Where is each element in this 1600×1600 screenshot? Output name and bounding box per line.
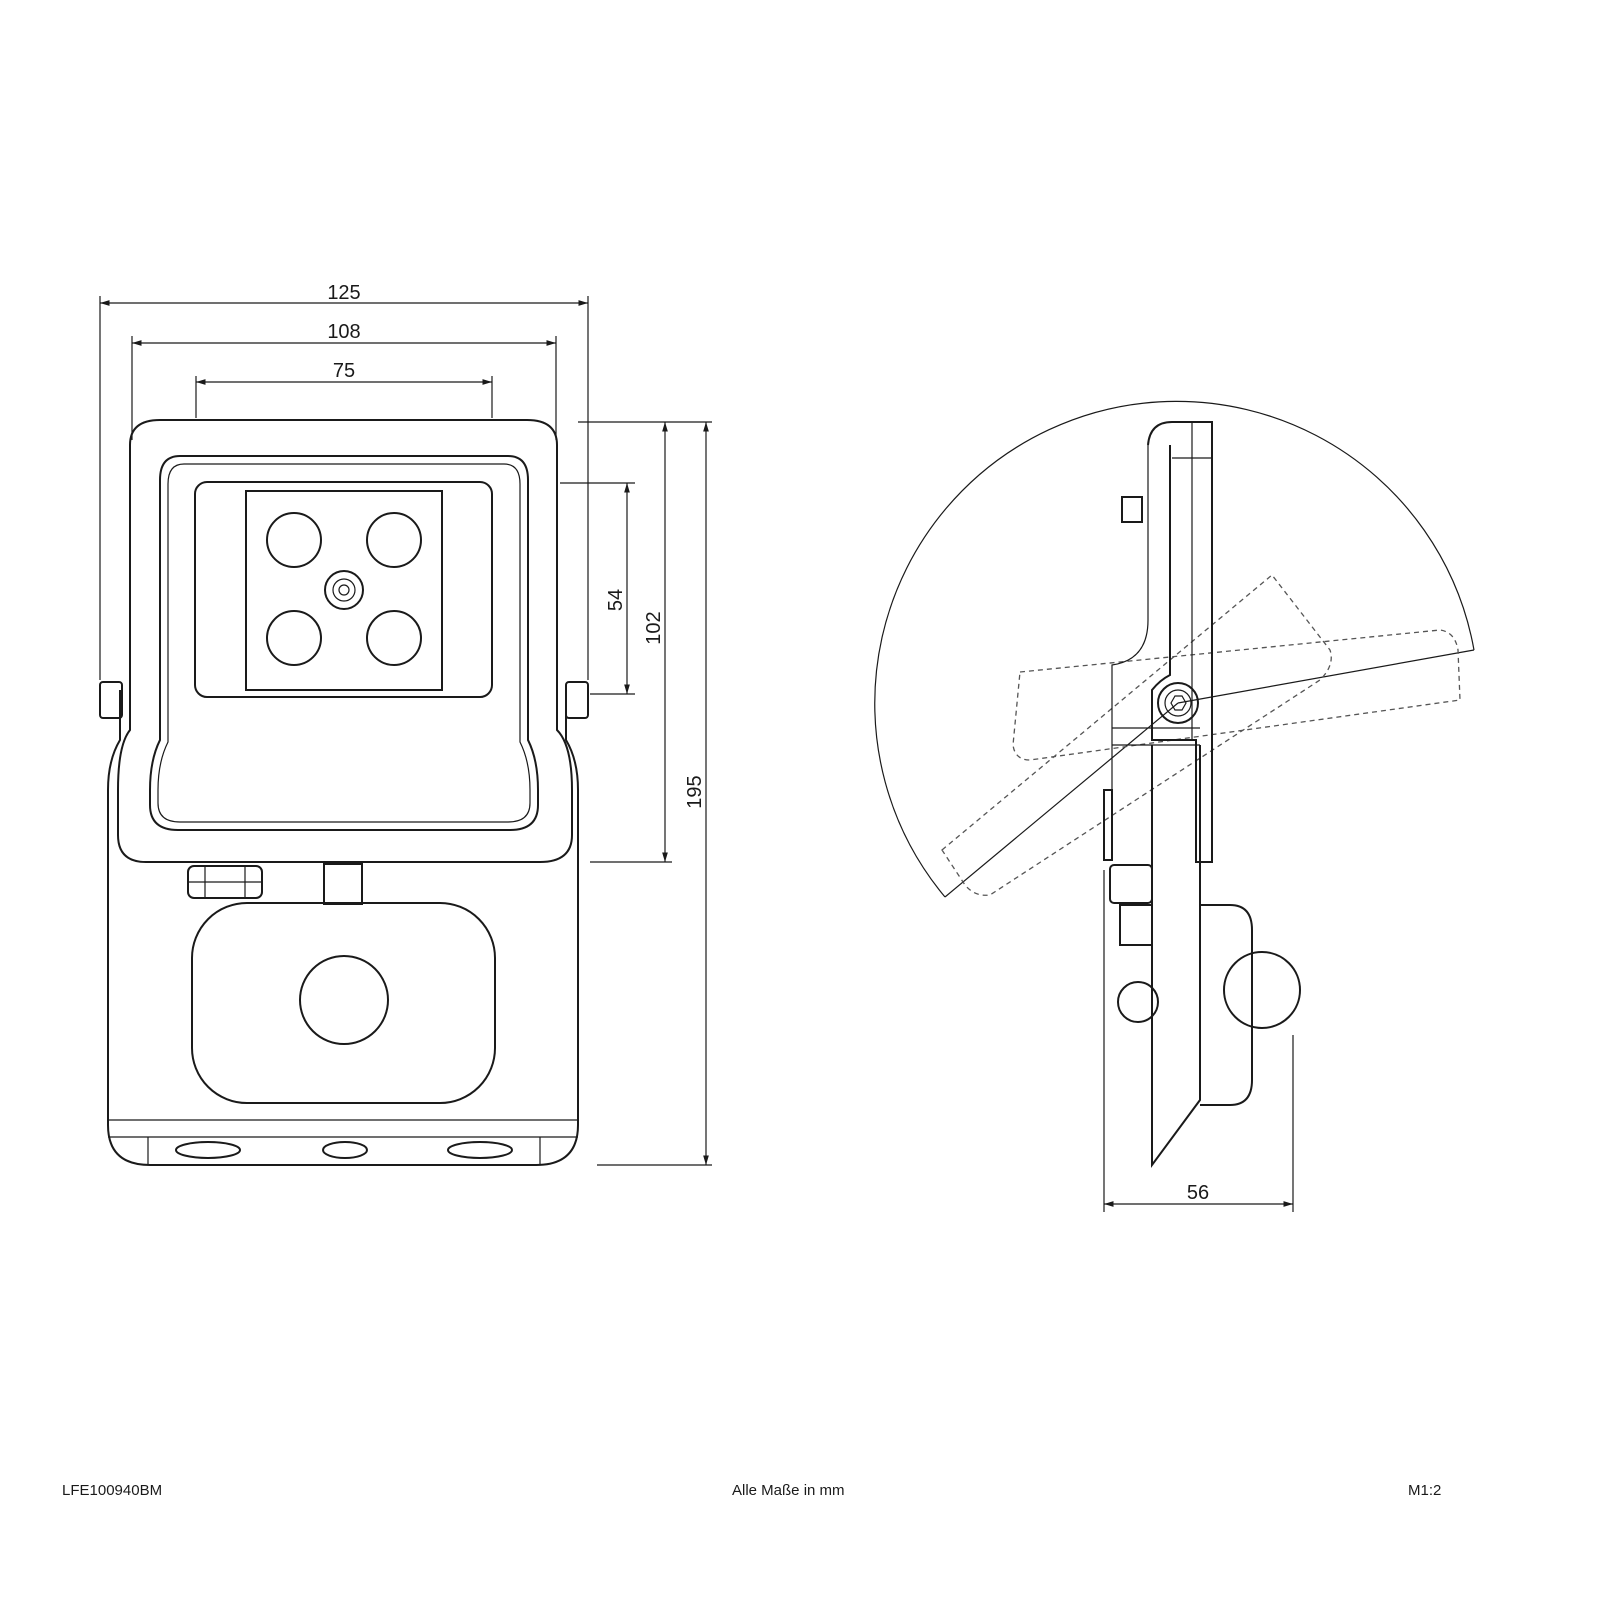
led bbox=[366, 512, 422, 568]
dim-125: 125 bbox=[327, 282, 360, 304]
side-view: 56 bbox=[874, 400, 1475, 1212]
article-number: LFE100940BM bbox=[62, 1482, 163, 1499]
dim-56: 56 bbox=[1187, 1182, 1209, 1204]
motion-sensor-lens bbox=[299, 955, 389, 1045]
dim-108: 108 bbox=[327, 321, 360, 343]
scale-label: M1:2 bbox=[1408, 1482, 1442, 1499]
housing bbox=[117, 419, 573, 863]
led bbox=[266, 512, 322, 568]
front-view bbox=[99, 419, 589, 1166]
side-cable-nut bbox=[1109, 864, 1153, 904]
side-sensor bbox=[1200, 904, 1253, 1106]
tilted-position-2 bbox=[941, 574, 1332, 896]
tilted-position-1 bbox=[1012, 629, 1461, 761]
pivot-screw bbox=[1157, 682, 1199, 724]
dim-54: 54 bbox=[605, 589, 627, 611]
side-housing bbox=[1147, 421, 1213, 863]
dim-75: 75 bbox=[333, 360, 355, 382]
front-dimensions: 125 108 75 54 102 195 bbox=[99, 282, 712, 1166]
bracket bbox=[107, 690, 579, 1166]
mount-slot-left bbox=[175, 1141, 241, 1159]
dim-195: 195 bbox=[684, 775, 706, 808]
led bbox=[266, 610, 322, 666]
tilt-arc bbox=[874, 400, 1475, 898]
dim-102: 102 bbox=[643, 611, 665, 644]
center-lens bbox=[324, 570, 364, 610]
lens-window bbox=[194, 481, 493, 698]
hinge-knob-left bbox=[99, 681, 123, 719]
sensor-stem bbox=[323, 863, 363, 905]
side-bracket bbox=[1151, 745, 1201, 1169]
motion-sensor-housing bbox=[191, 902, 496, 1104]
bezel bbox=[149, 455, 539, 831]
side-sensor-dome bbox=[1223, 951, 1301, 1029]
mount-slot-center bbox=[322, 1141, 368, 1159]
hinge-knob-right bbox=[565, 681, 589, 719]
mount-slot-right bbox=[447, 1141, 513, 1159]
led bbox=[366, 610, 422, 666]
led-board bbox=[245, 490, 443, 691]
units-note: Alle Maße in mm bbox=[732, 1482, 845, 1499]
